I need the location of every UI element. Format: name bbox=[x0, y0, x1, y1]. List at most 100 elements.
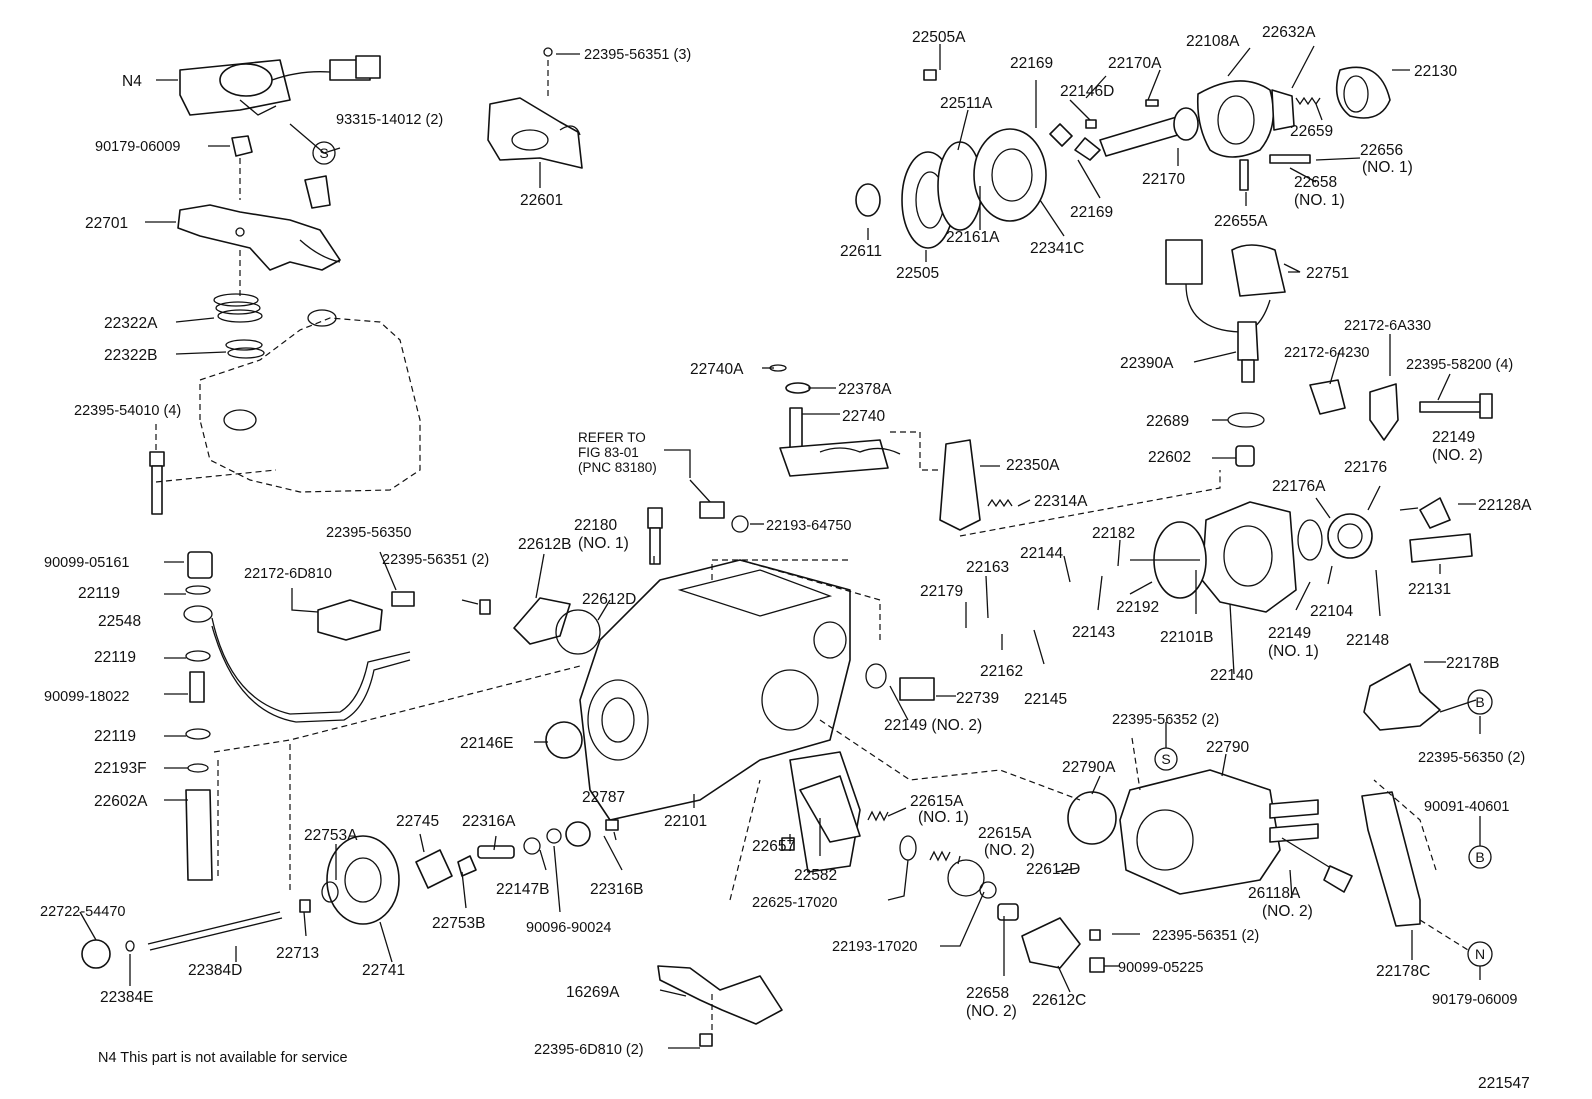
label-22615a-no2-no: (NO. 2) bbox=[984, 842, 1035, 859]
sensor-n4-drawing bbox=[179, 55, 381, 116]
label-22162: 22162 bbox=[980, 663, 1023, 680]
lever-22701-drawing bbox=[177, 175, 341, 271]
label-22192: 22192 bbox=[1116, 599, 1159, 616]
marker-s-mid: S bbox=[1154, 747, 1178, 771]
label-22741: 22741 bbox=[362, 962, 405, 979]
marker-b-upper: B bbox=[1467, 689, 1493, 715]
label-22582: 22582 bbox=[794, 867, 837, 884]
label-22612d-bot: 22612D bbox=[1026, 861, 1080, 878]
label-22119-1: 22119 bbox=[78, 585, 120, 602]
label-22169-bot: 22169 bbox=[1070, 204, 1113, 221]
valve-22740-drawing bbox=[769, 364, 901, 477]
connector-22172-6d810-drawing bbox=[317, 591, 491, 641]
label-22745: 22745 bbox=[396, 813, 439, 830]
label-22658-no2-no: (NO. 2) bbox=[966, 1003, 1017, 1020]
label-22314a: 22314A bbox=[1034, 493, 1088, 510]
part-drawings bbox=[81, 47, 1493, 1047]
label-22722-54470: 22722-54470 bbox=[40, 904, 125, 920]
solenoid-22751-drawing bbox=[1165, 239, 1286, 383]
label-90099-05225: 90099-05225 bbox=[1118, 960, 1203, 976]
filter-22602-drawing bbox=[1235, 445, 1255, 467]
label-22147b: 22147B bbox=[496, 881, 549, 898]
label-22395-56350-left: 22395-56350 bbox=[326, 525, 411, 541]
label-22104: 22104 bbox=[1310, 603, 1353, 620]
label-22395-58200: 22395-58200 (4) bbox=[1406, 357, 1513, 373]
label-90096-90024: 90096-90024 bbox=[526, 920, 611, 936]
nut-90179-drawing bbox=[231, 135, 253, 157]
label-22395-56352: 22395-56352 (2) bbox=[1112, 712, 1219, 728]
label-26118a-no: (NO. 2) bbox=[1262, 903, 1313, 920]
label-n4: N4 bbox=[122, 73, 142, 90]
label-22170a: 22170A bbox=[1108, 55, 1162, 72]
label-22128a: 22128A bbox=[1478, 497, 1532, 514]
label-22163: 22163 bbox=[966, 559, 1009, 576]
label-22395-6d810: 22395-6D810 (2) bbox=[534, 1042, 644, 1058]
label-22149-no1: 22149 bbox=[1268, 625, 1311, 642]
label-22602: 22602 bbox=[1148, 449, 1191, 466]
label-22108a: 22108A bbox=[1186, 33, 1240, 50]
label-22615a-no2: 22615A bbox=[978, 825, 1032, 842]
label-22146d: 22146D bbox=[1060, 83, 1114, 100]
label-22149-no2-right-no: (NO. 2) bbox=[1432, 447, 1483, 464]
solenoid-22790-drawing bbox=[1085, 769, 1319, 895]
oring-22689-drawing bbox=[1227, 412, 1265, 428]
label-22615a-no1: 22615A bbox=[910, 793, 964, 810]
label-22658-no: (NO. 1) bbox=[1294, 192, 1345, 209]
label-22144: 22144 bbox=[1020, 545, 1063, 562]
label-22172-6d810: 22172-6D810 bbox=[244, 566, 332, 582]
bolt-22395-54010-drawing bbox=[149, 451, 165, 515]
label-22601: 22601 bbox=[520, 192, 563, 209]
label-22148: 22148 bbox=[1346, 632, 1389, 649]
label-22149-no1-no: (NO. 1) bbox=[1268, 643, 1319, 660]
label-22739: 22739 bbox=[956, 690, 999, 707]
label-22193-64750: 22193-64750 bbox=[766, 518, 851, 534]
drive-shaft-22170-drawing bbox=[1085, 66, 1391, 191]
label-22101: 22101 bbox=[664, 813, 707, 830]
label-22170: 22170 bbox=[1142, 171, 1185, 188]
label-22180-no: (NO. 1) bbox=[578, 535, 629, 552]
label-22701: 22701 bbox=[85, 215, 128, 232]
label-90099-05161: 90099-05161 bbox=[44, 555, 129, 571]
label-22658-no2: 22658 bbox=[966, 985, 1009, 1002]
label-93315-14012: 93315-14012 (2) bbox=[336, 112, 443, 128]
gaskets-22612-drawing bbox=[513, 597, 601, 655]
figure-code: 221547 bbox=[1478, 1075, 1530, 1092]
ref-line1: REFER TO bbox=[578, 430, 646, 445]
spring-22322a-drawing bbox=[213, 293, 263, 323]
marker-n: N bbox=[1467, 941, 1493, 967]
label-22625-17020: 22625-17020 bbox=[752, 895, 837, 911]
marker-s-top: S bbox=[312, 141, 336, 165]
label-22612b: 22612B bbox=[518, 536, 571, 553]
label-22787: 22787 bbox=[582, 789, 625, 806]
label-22790a: 22790A bbox=[1062, 759, 1116, 776]
label-22384d: 22384D bbox=[188, 962, 242, 979]
governor-housing-drawing bbox=[199, 309, 421, 493]
ref-line3: (PNC 83180) bbox=[578, 460, 657, 475]
label-22193-17020: 22193-17020 bbox=[832, 939, 917, 955]
label-22176a: 22176A bbox=[1272, 478, 1326, 495]
label-22180: 22180 bbox=[574, 517, 617, 534]
left-stack-drawing bbox=[185, 551, 213, 881]
label-22395-56350-right: 22395-56350 (2) bbox=[1418, 750, 1525, 766]
label-22119-2: 22119 bbox=[94, 649, 136, 666]
label-22612d-top: 22612D bbox=[582, 591, 636, 608]
label-22751: 22751 bbox=[1306, 265, 1349, 282]
svg-text:S: S bbox=[1161, 751, 1170, 767]
circle-markers: S S B B N bbox=[312, 141, 1493, 967]
label-22632a: 22632A bbox=[1262, 24, 1316, 41]
label-22161a: 22161A bbox=[946, 229, 1000, 246]
label-22178b: 22178B bbox=[1446, 655, 1499, 672]
label-22611: 22611 bbox=[840, 243, 882, 260]
label-22689: 22689 bbox=[1146, 413, 1189, 430]
pulley-22505-drawing bbox=[855, 69, 1101, 249]
footnote: N4 This part is not available for servic… bbox=[98, 1050, 348, 1066]
label-22130: 22130 bbox=[1414, 63, 1457, 80]
ref-line2: FIG 83-01 bbox=[578, 445, 639, 460]
label-22172-6a330: 22172-6A330 bbox=[1344, 318, 1431, 334]
label-22179: 22179 bbox=[920, 583, 963, 600]
label-22149-no2-mid: 22149 (NO. 2) bbox=[884, 717, 982, 734]
bracket-22350a-drawing bbox=[939, 439, 1013, 531]
plug-22739-drawing bbox=[865, 663, 935, 701]
label-22176: 22176 bbox=[1344, 459, 1387, 476]
